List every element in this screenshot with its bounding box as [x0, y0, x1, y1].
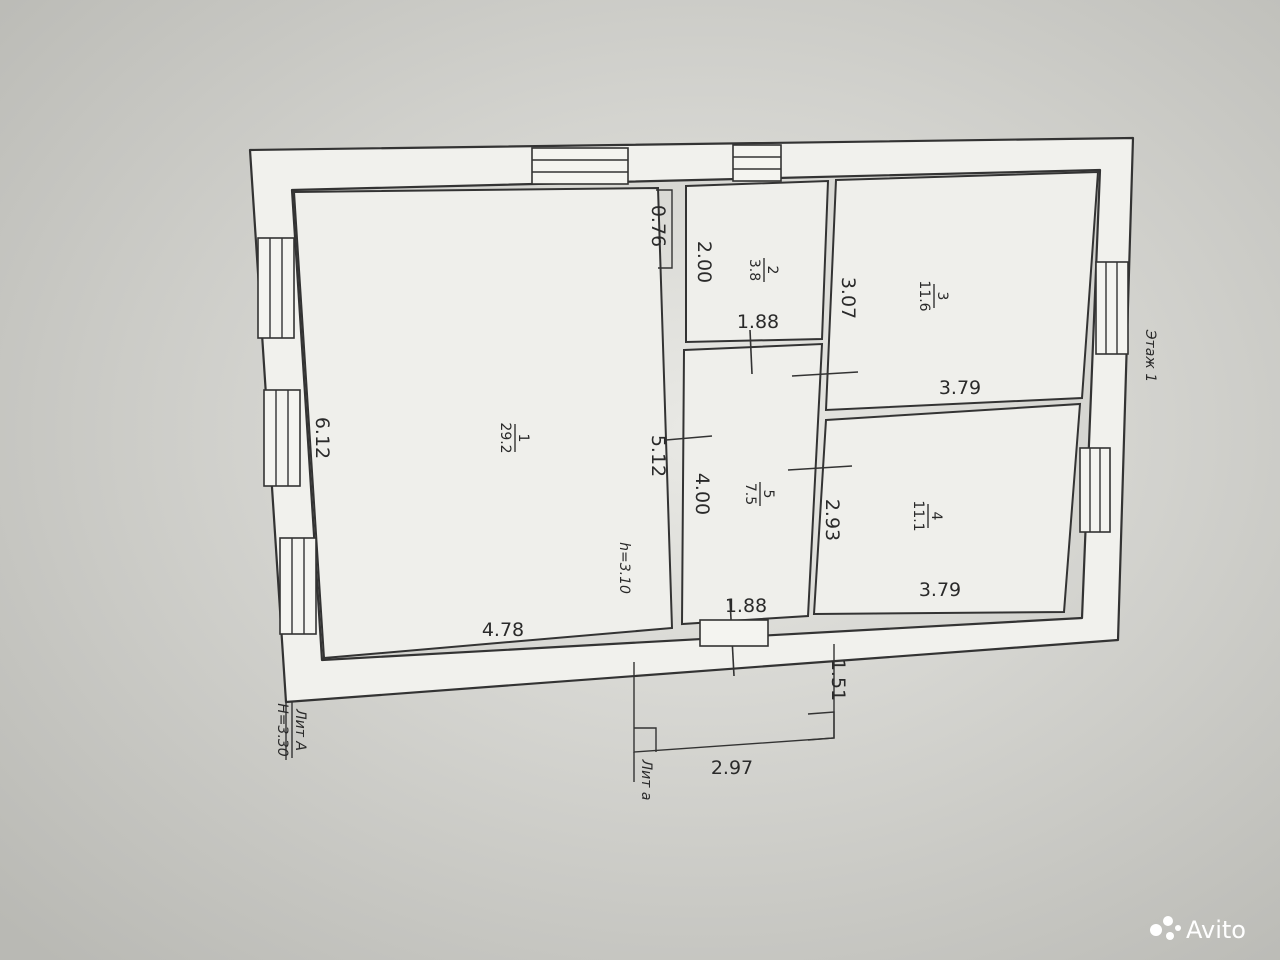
wall-notch	[656, 189, 673, 269]
room-2-area: 3.8	[746, 259, 762, 281]
outer-wall	[248, 136, 1135, 704]
dim-room-4-length: 2.93	[821, 499, 843, 541]
lit-main-height: H=3.30	[274, 703, 290, 757]
room-4-label: 4 11.1	[910, 500, 944, 531]
room-3-label: 3 11.6	[916, 280, 950, 311]
window-top-left	[531, 147, 629, 185]
room-4-number: 4	[928, 512, 944, 521]
room-3-area: 11.6	[916, 280, 932, 311]
room-3-number: 3	[934, 292, 950, 301]
room-1-outline	[292, 186, 674, 660]
lit-main-label: Лит А H=3.30	[274, 702, 308, 758]
room-2-outline	[685, 179, 830, 344]
room-1-area: 29.2	[497, 422, 513, 453]
dim-annex-width: 2.97	[711, 757, 753, 779]
room-2-label: 2 3.8	[746, 258, 780, 282]
room-5-number: 5	[760, 490, 776, 499]
entrance-opening	[699, 619, 769, 647]
dim-room-3-length: 3.07	[837, 277, 859, 319]
room-5-outline	[680, 342, 824, 626]
avito-watermark-text: Avito	[1186, 916, 1246, 944]
avito-logo-icon	[1150, 916, 1181, 940]
dim-room-1-inner-length: 5.12	[647, 435, 669, 477]
room-5-label: 5 7.5	[742, 482, 776, 506]
dim-room-3-width: 3.79	[939, 377, 981, 399]
dim-annex-depth: 1.51	[827, 659, 849, 701]
room-5-area: 7.5	[742, 483, 758, 505]
dim-room-5-length: 4.00	[691, 473, 713, 515]
window-left-3	[279, 537, 317, 635]
room-1-number: 1	[515, 434, 531, 443]
dim-notch: 0.76	[647, 205, 669, 247]
annex-outline	[633, 644, 835, 753]
dim-room-5-width: 1.88	[725, 595, 767, 617]
window-right-1	[1095, 261, 1129, 355]
window-top-right	[732, 144, 782, 182]
room-3-outline	[824, 170, 1100, 412]
lit-main-name: Лит А	[292, 708, 308, 751]
room-1-label: 1 29.2	[497, 422, 531, 453]
window-left-1	[257, 237, 295, 339]
window-right-2	[1079, 447, 1111, 533]
room-4-area: 11.1	[910, 500, 926, 531]
dim-room-2-length: 2.00	[693, 241, 715, 283]
window-left-2	[263, 389, 301, 487]
annex-corner-left	[634, 727, 657, 752]
floor-label: Этаж 1	[1142, 329, 1158, 382]
room-2-number: 2	[764, 266, 780, 275]
dim-room-4-width: 3.79	[919, 579, 961, 601]
annex-corner-right	[807, 711, 835, 741]
dim-room-1-length: 6.12	[311, 417, 333, 459]
room-4-outline	[812, 402, 1082, 616]
lit-annex-label: Лит а	[638, 759, 654, 801]
dim-room-2-width: 1.88	[737, 311, 779, 333]
avito-watermark: Avito	[1150, 916, 1246, 944]
dim-room-1-width: 4.78	[482, 619, 524, 641]
room-height-note: h=3.10	[616, 542, 632, 594]
